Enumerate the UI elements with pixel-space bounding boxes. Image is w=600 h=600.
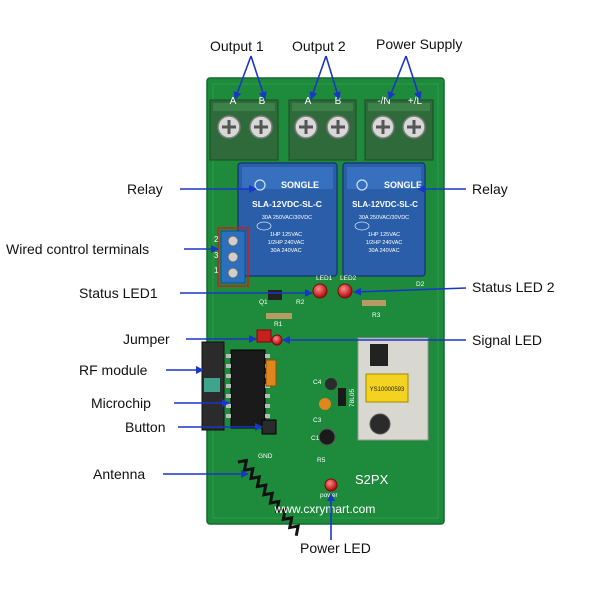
relay-left-spec-4: 30A 240VAC [270, 248, 301, 254]
terminal-block-output1 [209, 99, 279, 161]
board-website: www.cxrymart.com [274, 502, 376, 516]
label-relay-left: Relay [127, 181, 163, 197]
label-output-1: Output 1 [210, 38, 264, 54]
rf-module-coil [204, 378, 220, 392]
board-model: S2PX [355, 472, 389, 487]
relay-right-model: SLA-12VDC-SL-C [352, 200, 418, 209]
relay-right-brand: SONGLE [384, 180, 422, 190]
label-power-supply: Power Supply [376, 36, 463, 52]
terminal-mark-b1: B [259, 96, 266, 107]
resistor-r3 [362, 300, 386, 306]
capacitor-orange [265, 359, 277, 387]
relay-left-spec-1: 30A 250VAC/30VDC [262, 215, 312, 221]
silk-gnd: GND [258, 453, 273, 460]
silk-r5: R5 [317, 457, 326, 464]
capacitor-c4 [325, 378, 337, 390]
power-led [324, 478, 338, 492]
status-led-1 [312, 283, 328, 299]
silk-r1: R1 [274, 321, 283, 328]
silk-78l05: 78L05 [349, 389, 356, 407]
relay-left-model: SLA-12VDC-SL-C [252, 199, 322, 209]
wired-mark-1: 1 [214, 266, 219, 275]
label-wired-control-terminals: Wired control terminals [6, 241, 150, 257]
wired-mark-2: 2 [214, 235, 219, 244]
relay-right-spec-3: 1/2HP 240VAC [366, 240, 403, 246]
regulator-78l05 [338, 388, 346, 406]
label-power-led: Power LED [300, 540, 371, 556]
power-transformer [365, 373, 409, 403]
status-led-2 [337, 283, 353, 299]
relay-right-spec-2: 1HP 125VAC [368, 232, 400, 238]
silk-q1: Q1 [259, 299, 268, 306]
capacitor-c1 [318, 428, 336, 446]
silk-power: power [320, 492, 339, 499]
silk-led1: LED1 [316, 275, 333, 282]
label-microchip: Microchip [91, 395, 151, 411]
push-button [261, 419, 277, 435]
terminal-block-power [364, 99, 434, 161]
label-signal-led: Signal LED [472, 332, 543, 348]
relay-left-brand: SONGLE [281, 180, 319, 190]
relay-right-spec-1: 30A 250VAC/30VDC [359, 215, 409, 221]
silk-c4: C4 [313, 379, 322, 386]
wired-mark-3: 3 [214, 251, 219, 260]
power-module-code: YS10000593 [370, 387, 405, 393]
relay-left: SONGLE SLA-12VDC-SL-C 30A 250VAC/30VDC 1… [237, 162, 338, 277]
label-relay-right: Relay [472, 181, 508, 197]
relay-left-spec-2: 1HP 125VAC [270, 232, 302, 238]
terminal-mark-live: +/L [408, 96, 423, 107]
power-module-chip [370, 344, 388, 366]
power-module-capacitor [369, 413, 391, 435]
signal-led [271, 334, 283, 346]
silk-d2: D2 [416, 281, 425, 288]
label-button: Button [125, 419, 166, 435]
jumper-header [256, 329, 272, 343]
transistor-q1 [268, 290, 282, 300]
pcb-outline-trace [212, 83, 439, 519]
terminal-block-output2 [288, 99, 357, 161]
label-rf-module: RF module [79, 362, 148, 378]
terminal-mark-a2: A [305, 96, 312, 107]
relay-right-spec-4: 30A 240VAC [368, 248, 399, 254]
label-status-led2: Status LED 2 [472, 279, 555, 295]
microchip [226, 349, 270, 429]
silk-c1: C1 [311, 435, 320, 442]
silk-r2: R2 [296, 299, 305, 306]
silk-c3: C3 [313, 417, 322, 424]
resistor-r1 [266, 313, 292, 319]
silk-led2: LED2 [340, 275, 357, 282]
capacitor-c3 [319, 398, 331, 410]
silk-r3: R3 [372, 312, 381, 319]
label-jumper: Jumper [123, 331, 170, 347]
relay-right: SONGLE SLA-12VDC-SL-C 30A 250VAC/30VDC 1… [342, 162, 426, 277]
antenna-coil [237, 458, 301, 537]
label-status-led1: Status LED1 [79, 285, 158, 301]
label-output-2: Output 2 [292, 38, 346, 54]
label-antenna: Antenna [93, 466, 146, 482]
terminal-mark-neutral: -/N [377, 96, 390, 107]
callout-arrows [163, 55, 467, 540]
wired-control-terminal-block [217, 227, 249, 287]
terminal-mark-b2: B [335, 96, 342, 107]
terminal-mark-a1: A [230, 96, 237, 107]
relay-left-spec-3: 1/2HP 240VAC [268, 240, 305, 246]
